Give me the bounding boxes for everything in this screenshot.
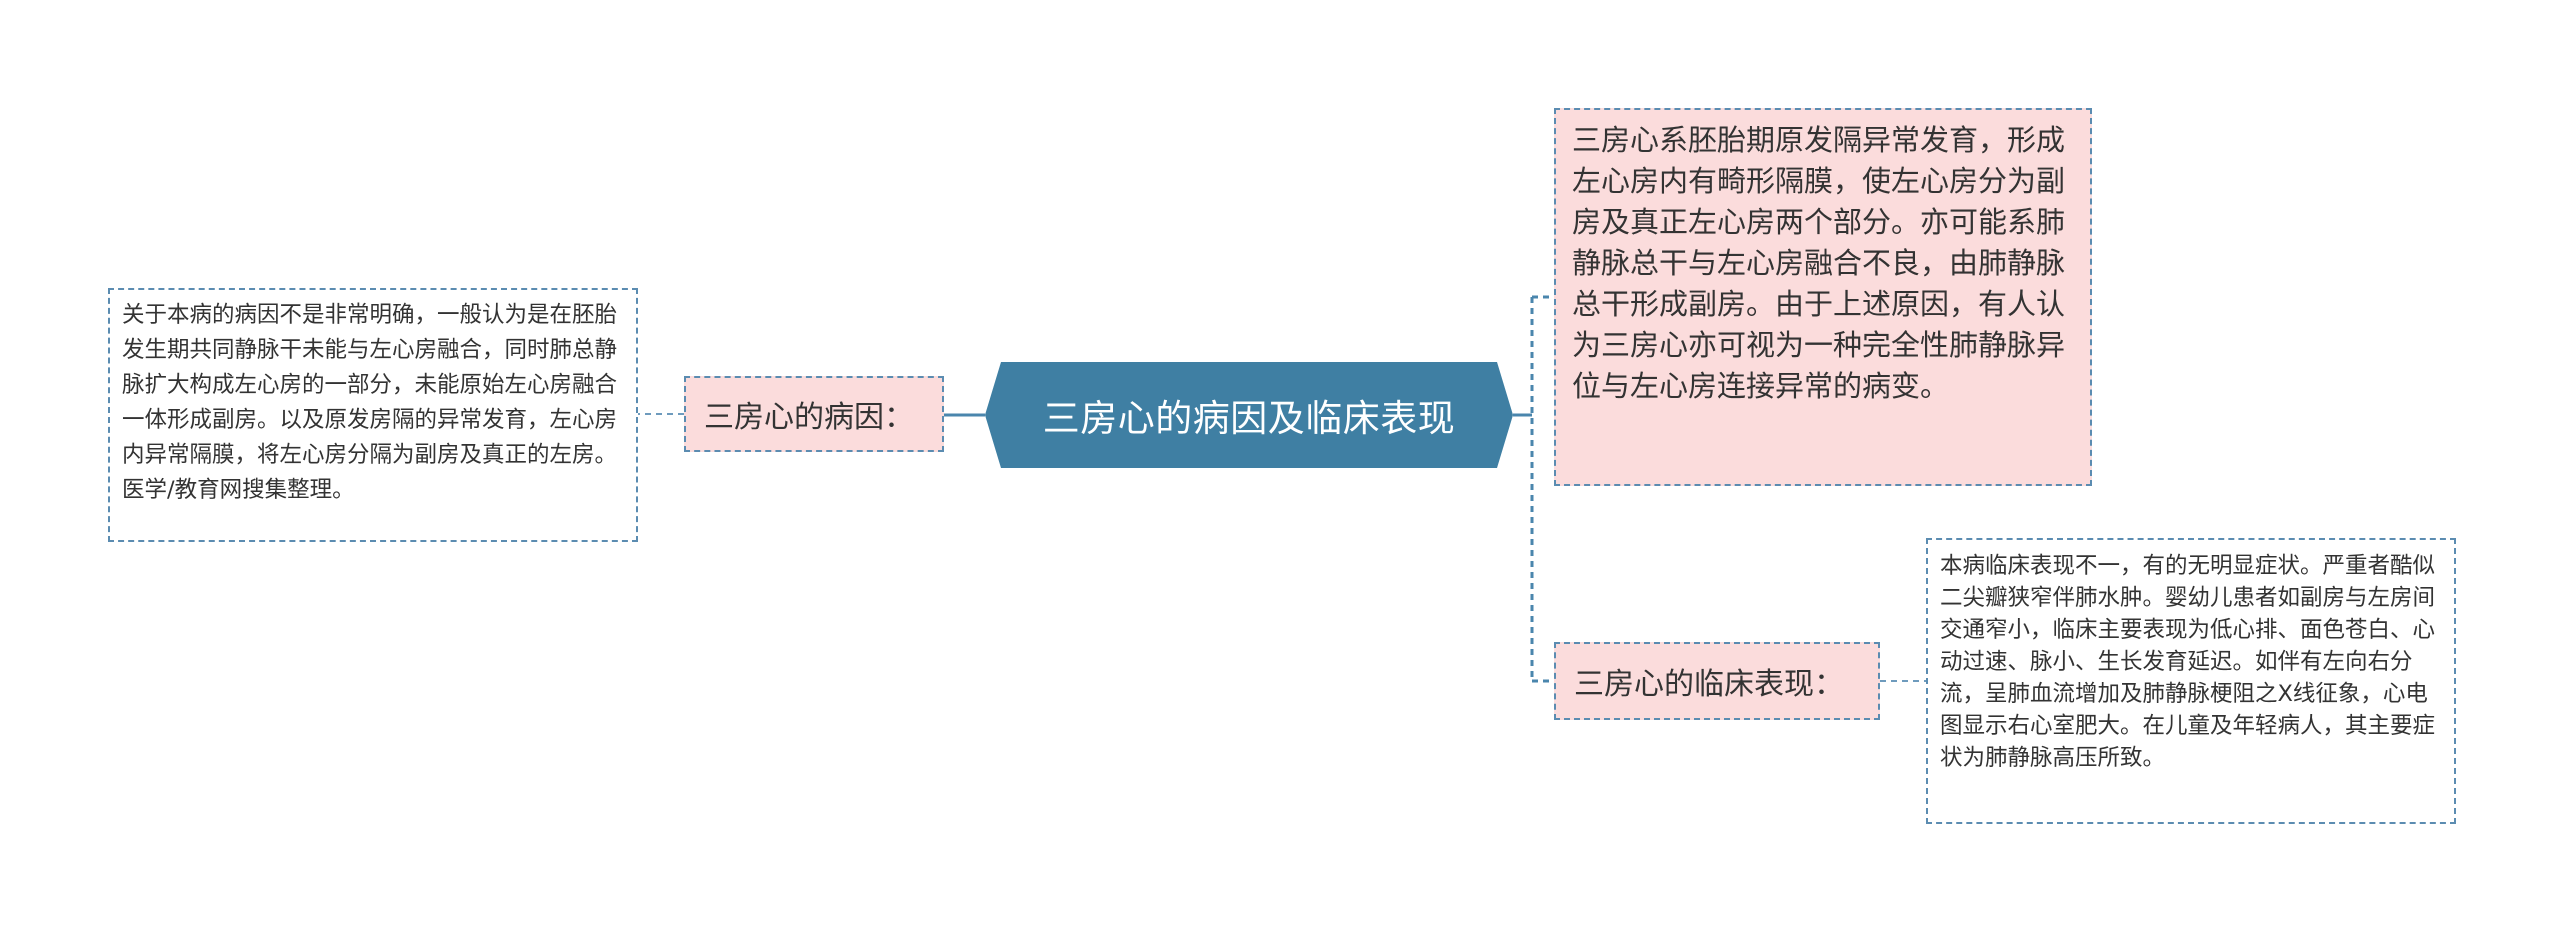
branch-cause-label: 三房心的病因： <box>704 400 914 435</box>
branch-clinical[interactable]: 三房心的临床表现： <box>1554 642 1880 720</box>
detail-cause[interactable]: 关于本病的病因不是非常明确，一般认为是在胚胎发生期共同静脉干未能与左心房融合，同… <box>108 288 638 542</box>
center-topic[interactable]: 三房心的病因及临床表现 <box>985 362 1513 468</box>
detail-definition-text: 三房心系胚胎期原发隔异常发育，形成左心房内有畸形隔膜，使左心房分为副房及真正左心… <box>1572 123 2066 403</box>
detail-cause-text: 关于本病的病因不是非常明确，一般认为是在胚胎发生期共同静脉干未能与左心房融合，同… <box>122 302 618 503</box>
detail-clinical-text: 本病临床表现不一，有的无明显症状。严重者酷似二尖瓣狭窄伴肺水肿。婴幼儿患者如副房… <box>1940 553 2436 771</box>
detail-clinical[interactable]: 本病临床表现不一，有的无明显症状。严重者酷似二尖瓣狭窄伴肺水肿。婴幼儿患者如副房… <box>1926 538 2456 824</box>
center-topic-title: 三房心的病因及临床表现 <box>1042 397 1456 440</box>
branch-cause[interactable]: 三房心的病因： <box>684 376 944 452</box>
branch-clinical-label: 三房心的临床表现： <box>1574 667 1844 702</box>
detail-definition[interactable]: 三房心系胚胎期原发隔异常发育，形成左心房内有畸形隔膜，使左心房分为副房及真正左心… <box>1554 108 2092 486</box>
center-topic-shape <box>985 362 1513 468</box>
